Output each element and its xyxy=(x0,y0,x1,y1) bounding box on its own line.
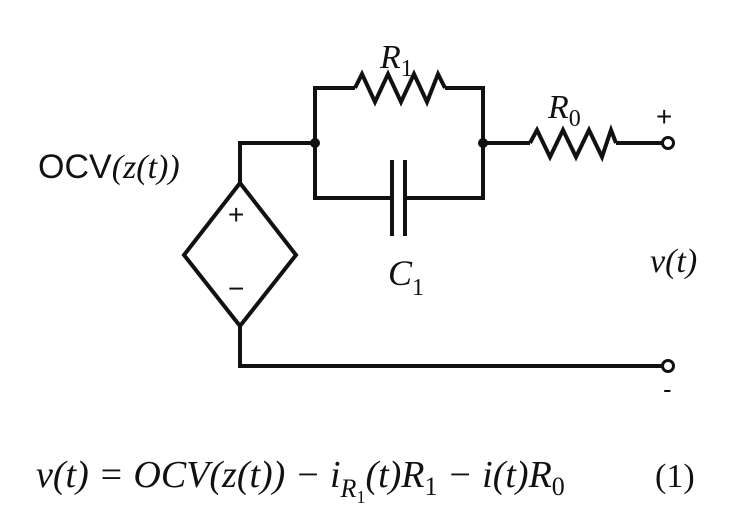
source-minus-sign: − xyxy=(228,273,244,304)
node-dot-left xyxy=(310,138,320,148)
equation-number: (1) xyxy=(655,458,695,495)
terminal-positive xyxy=(661,136,675,150)
wire-capacitor-branch xyxy=(313,143,485,200)
terminal-negative xyxy=(661,359,675,373)
source-plus-sign: + xyxy=(228,199,244,230)
wire-bottom xyxy=(238,326,662,368)
minus-terminal-label: - xyxy=(663,374,672,404)
node-dot-right xyxy=(478,138,488,148)
equation: v(t) = OCV(z(t)) − iR1(t)R1 − i(t)R0 xyxy=(36,454,565,507)
r1-label: R1 xyxy=(379,39,413,82)
c1-label: C1 xyxy=(388,253,424,301)
vt-label: v(t) xyxy=(650,243,697,280)
r0-label: R0 xyxy=(547,89,581,132)
plus-terminal-label: + xyxy=(656,101,672,132)
resistor-r1 xyxy=(353,69,447,108)
resistor-r0 xyxy=(528,124,618,163)
wire-source-to-node xyxy=(238,141,315,183)
wire-top-r1 xyxy=(313,86,485,143)
ocv-label: OCV(z(t)) xyxy=(38,148,180,186)
dependent-voltage-source xyxy=(181,179,299,330)
